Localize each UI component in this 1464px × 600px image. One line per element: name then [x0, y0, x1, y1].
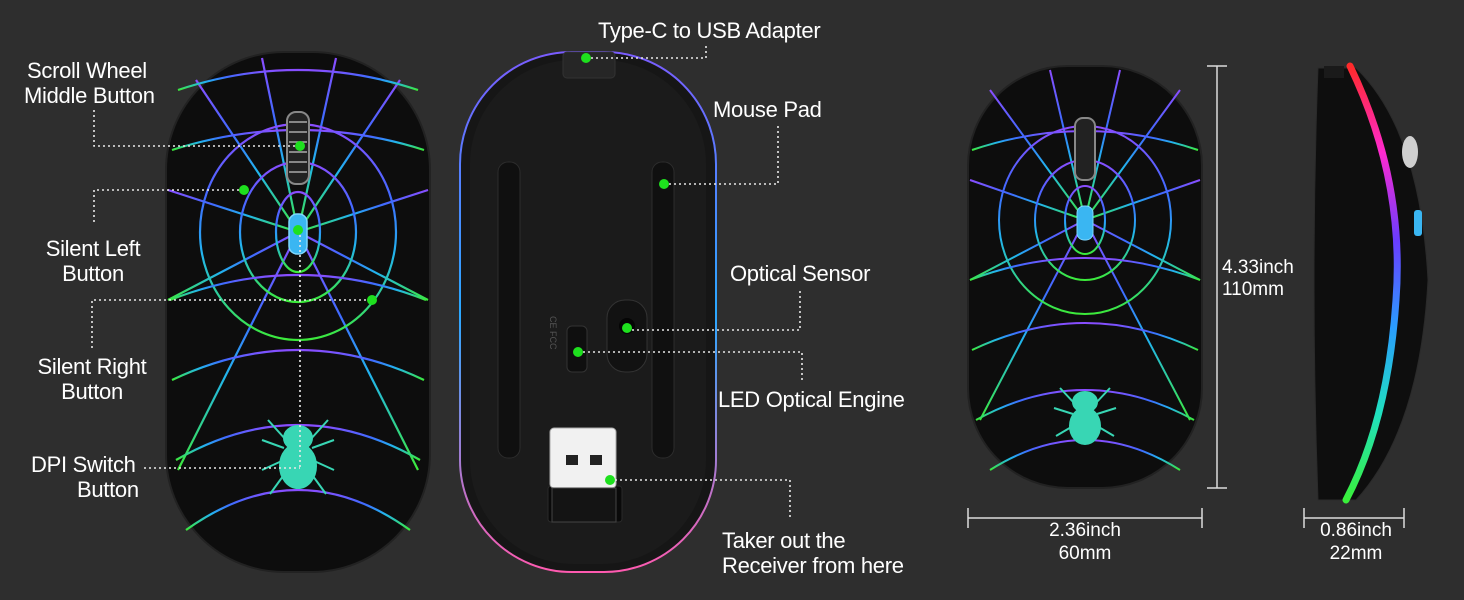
mouse-bottom-view: CE FCC [459, 51, 717, 573]
dimension-lines [967, 65, 1405, 528]
dim-width-mm: 60mm [1058, 543, 1112, 564]
label-receiver-line1: Taker out the [722, 528, 846, 553]
label-dpi-switch-line2: Button [77, 477, 139, 502]
svg-text:CE FCC: CE FCC [548, 316, 558, 350]
label-silent-right-line1: Silent Right [37, 354, 147, 379]
label-led-optical-engine: LED Optical Engine [718, 387, 905, 412]
label-receiver-line2: Receiver from here [722, 553, 904, 578]
label-scroll-wheel-line1: Scroll Wheel [27, 58, 147, 83]
mouse-side-view [1313, 62, 1429, 504]
dim-width-inch: 2.36inch [1049, 520, 1121, 541]
label-mouse-pad: Mouse Pad [713, 97, 822, 122]
dim-length-mm: 110mm [1222, 279, 1284, 300]
label-dpi-switch-line1: DPI Switch [31, 452, 136, 477]
label-optical-sensor: Optical Sensor [730, 261, 871, 286]
callout-dots [239, 53, 669, 485]
label-silent-right-line2: Button [61, 379, 123, 404]
label-silent-left-line2: Button [62, 261, 124, 286]
label-scroll-wheel-line2: Middle Button [24, 83, 155, 108]
label-type-c-adapter: Type-C to USB Adapter [598, 18, 821, 43]
label-silent-left-line1: Silent Left [45, 236, 141, 261]
mouse-dimension-view [967, 65, 1203, 489]
callout-leaders [91, 44, 803, 520]
mouse-top-view [165, 51, 431, 573]
dim-height-mm: 22mm [1329, 543, 1383, 564]
dim-height-inch: 0.86inch [1320, 520, 1392, 541]
dim-length-inch: 4.33inch [1222, 257, 1294, 278]
